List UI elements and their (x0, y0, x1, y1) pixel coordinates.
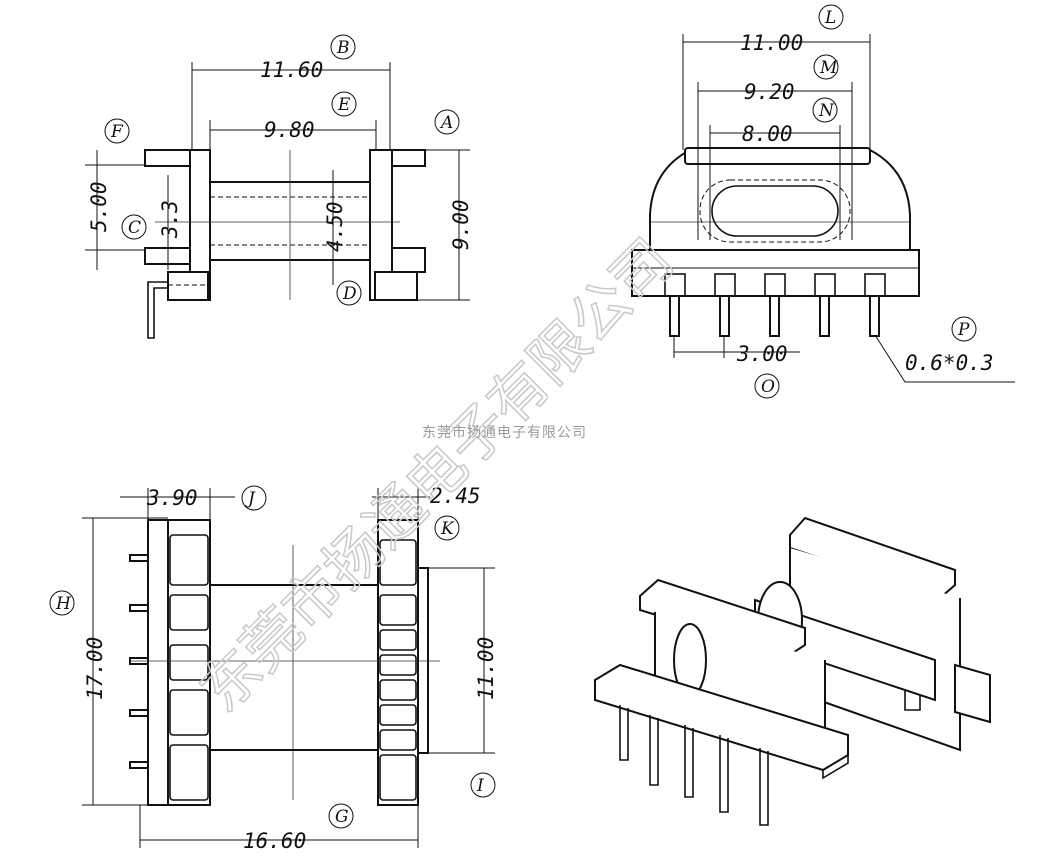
dim-a: 9.00 (449, 199, 473, 250)
base-rail (631, 249, 920, 297)
dim-k: 2.45 (430, 484, 481, 508)
dim-i: 11.00 (474, 637, 498, 700)
label-n: N (818, 101, 835, 121)
dim-n: 8.00 (742, 122, 793, 146)
dim-f: 5.00 (87, 181, 111, 232)
label-e: E (337, 95, 351, 115)
dim-g: 16.60 (243, 829, 306, 853)
dim-p: 0.6*0.3 (905, 351, 994, 375)
label-l: L (824, 8, 836, 28)
watermark-large: 东莞市扬通电子有限公司 (187, 226, 686, 725)
label-c: C (128, 218, 141, 238)
label-k: K (440, 519, 455, 539)
label-i: I (476, 776, 484, 796)
dim-h: 17.00 (83, 637, 107, 700)
dim-l: 11.00 (740, 31, 803, 55)
bottom-body (209, 584, 379, 751)
label-g: G (335, 807, 349, 827)
label-h: H (55, 594, 72, 614)
dim-m: 9.20 (744, 80, 795, 104)
dim-e: 9.80 (264, 118, 315, 142)
bottom-left-view: 3.90 J 2.45 K 17.00 H 11.00 I 16.60 G (49, 484, 498, 853)
label-p: P (957, 320, 970, 340)
dim-b: 11.60 (260, 58, 323, 82)
label-d: D (342, 284, 357, 304)
dim-o: 3.00 (736, 342, 788, 366)
top-right-view: 11.00 L 9.20 M 8.00 N 3.00 O P 0.6*0.3 (631, 4, 1015, 399)
label-a: A (439, 113, 453, 133)
dim-d: 4.50 (323, 201, 347, 252)
label-o: O (761, 377, 775, 397)
dim-j: 3.90 (146, 486, 198, 510)
watermark-small: 东莞市扬通电子有限公司 (422, 424, 587, 441)
label-m: M (819, 58, 838, 78)
isometric-view (594, 516, 991, 826)
label-f: F (110, 122, 124, 142)
dim-c: 3.3 (158, 200, 182, 239)
watermark: 东莞市扬通电子有限公司 东莞市扬通电子有限公司 (186, 225, 687, 726)
label-j: J (245, 489, 256, 509)
label-b: B (336, 38, 350, 58)
top-left-view: 11.60 B 9.80 E F 5.00 C 3.3 4.50 D A (85, 34, 473, 339)
